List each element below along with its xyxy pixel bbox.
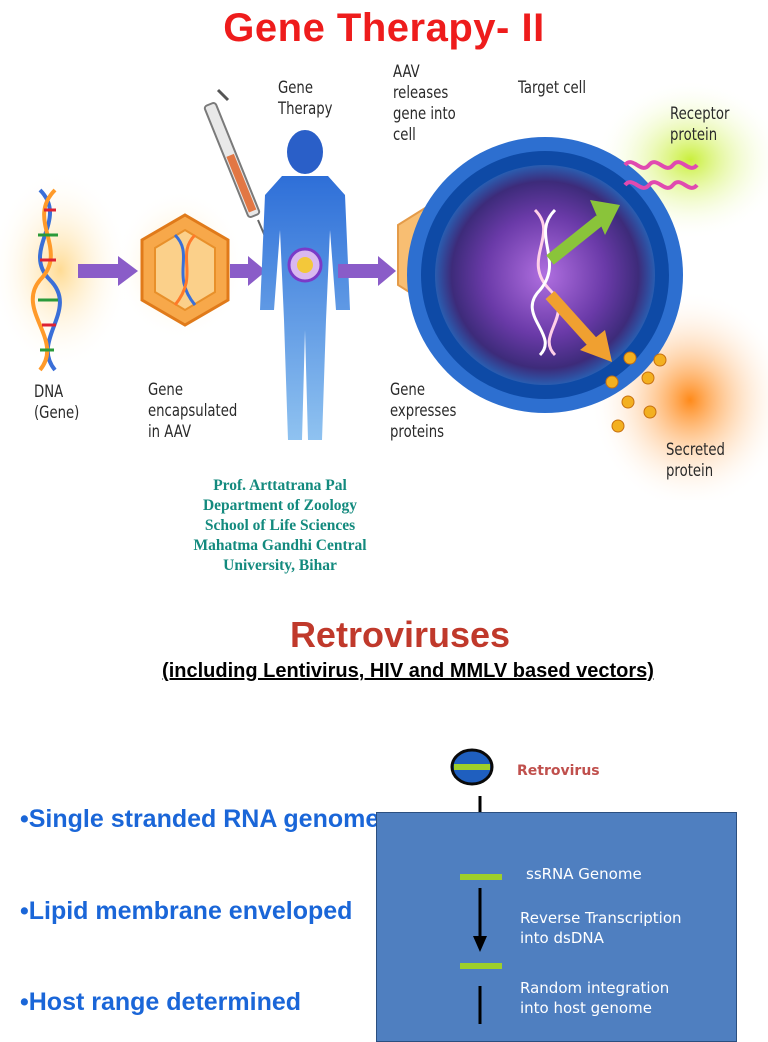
label-dna: DNA (Gene) — [34, 382, 80, 423]
human-body-icon — [260, 130, 350, 440]
target-cell-icon — [407, 137, 683, 413]
bullet-item: •Lipid membrane enveloped — [20, 897, 353, 925]
label-aav-releases: AAV releases gene into cell — [393, 62, 456, 145]
arrow-icon — [545, 290, 612, 362]
aav-capsid-icon — [140, 213, 230, 327]
arrow-icon — [78, 256, 138, 286]
section-title: Retroviruses — [289, 614, 511, 655]
glow-shape — [0, 170, 130, 370]
retrovirus-label: Retrovirus — [517, 763, 600, 779]
secreted-protein-icon — [605, 351, 667, 433]
label-receptor-protein: Receptor protein — [670, 104, 730, 145]
credit-line: Department of Zoology — [202, 497, 358, 514]
arrow-icon — [338, 256, 396, 286]
credit-line: University, Bihar — [223, 557, 337, 574]
section-subtitle: (including Lentivirus, HIV and MMLV base… — [162, 660, 654, 682]
receptor-protein-icon — [623, 160, 699, 190]
credit-line: Mahatma Gandhi Central — [193, 537, 367, 554]
credit-line: Prof. Arttatrana Pal — [213, 477, 347, 494]
credit-line: School of Life Sciences — [204, 517, 356, 534]
dna-helix-icon — [30, 188, 62, 372]
flow-step-integration: Random integration into host genome — [520, 979, 670, 1017]
label-encapsulated: Gene encapsulated in AAV — [148, 380, 238, 442]
label-gene-expresses: Gene expresses proteins — [390, 380, 457, 442]
label-target-cell: Target cell — [518, 78, 587, 98]
arrow-down-icon — [478, 986, 482, 1024]
gene-therapy-illustration — [0, 80, 768, 500]
bullet-item: •Host range determined — [20, 988, 302, 1016]
flow-step-ssrna: ssRNA Genome — [526, 865, 642, 883]
retrovirus-icon — [450, 748, 494, 786]
label-gene-therapy: Gene Therapy — [278, 78, 333, 119]
rna-genome-bar — [460, 874, 502, 880]
arrow-down-icon — [473, 888, 487, 952]
bullet-item: •Single stranded RNA genome — [20, 805, 380, 833]
flow-step-reverse-transcription: Reverse Transcription into dsDNA — [520, 909, 682, 947]
arrow-icon — [230, 256, 266, 286]
retrovirus-lifecycle-box — [376, 812, 737, 1042]
label-secreted-protein: Secreted protein — [666, 440, 725, 481]
dsdna-bar — [460, 963, 502, 969]
arrow-icon — [546, 200, 620, 265]
author-credits: Prof. Arttatrana Pal Department of Zoolo… — [130, 476, 430, 576]
page-title: Gene Therapy- II — [223, 6, 545, 50]
